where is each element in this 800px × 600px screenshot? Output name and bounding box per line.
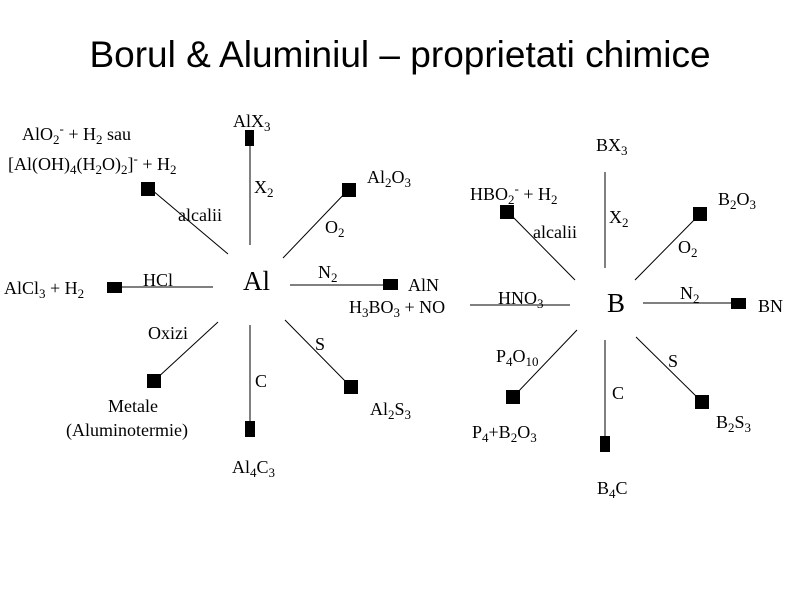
al-product-al2o3: Al2O3	[367, 167, 411, 190]
al-reagent-hcl: HCl	[143, 270, 173, 290]
b-end-s	[695, 395, 709, 409]
b-branch-alcalii	[507, 211, 576, 281]
al-reagent-c: C	[255, 371, 267, 391]
b-reagent-o2: O2	[678, 237, 698, 260]
al-end-x2	[245, 130, 254, 146]
b-reagent-n2: N2	[680, 283, 700, 306]
al-reagent-s: S	[315, 334, 325, 354]
b-branch-p4o10	[514, 329, 578, 396]
al-product-alcl3: AlCl3 + H2	[4, 278, 84, 301]
page-title: Borul & Aluminiul – proprietati chimice	[89, 34, 711, 75]
al-product-alo2-line2: [Al(OH)4(H2O)2]- + H2	[8, 151, 176, 177]
al-end-n2	[383, 279, 398, 290]
b-reagent-hno3: HNO3	[498, 288, 544, 311]
al-branch-o2	[282, 189, 349, 259]
al-reagent-n2: N2	[318, 262, 338, 285]
aluminum-reaction-star: Al X2 O2 N2 S C Oxizi HCl alcalii AlX3 A…	[4, 111, 439, 480]
b-end-c	[600, 436, 610, 452]
al-product-alo2-line1: AlO2- + H2 sau	[22, 121, 131, 147]
al-reagent-x2: X2	[254, 177, 274, 200]
b-product-b4c: B4C	[597, 478, 628, 501]
b-product-hbo2: HBO2- + H2	[470, 181, 558, 207]
al-reagent-o2: O2	[325, 217, 345, 240]
al-branch-s	[284, 319, 351, 387]
al-branch-alcalii	[151, 189, 229, 255]
al-reagent-oxizi: Oxizi	[148, 323, 188, 343]
aluminum-center-label: Al	[243, 266, 270, 296]
b-branch-o2	[634, 213, 701, 281]
boron-reaction-star: B X2 O2 N2 S C P4O10 HNO3 alcalii BX3 B2…	[349, 135, 783, 501]
boron-center-label: B	[607, 288, 625, 318]
al-product-aluminotermie: (Aluminotermie)	[66, 420, 188, 441]
al-end-oxizi	[147, 374, 161, 388]
b-end-o2	[693, 207, 707, 221]
b-branch-s	[635, 336, 701, 401]
al-end-s	[344, 380, 358, 394]
b-end-n2	[731, 298, 746, 309]
b-end-p4o10	[506, 390, 520, 404]
al-product-metale: Metale	[108, 396, 158, 416]
b-reagent-p4o10: P4O10	[496, 346, 539, 369]
b-product-p4b2o3: P4+B2O3	[472, 422, 537, 445]
b-end-alcalii	[500, 205, 514, 219]
b-reagent-s: S	[668, 351, 678, 371]
b-product-h3bo3: H3BO3 + NO	[349, 297, 445, 320]
b-reagent-c: C	[612, 383, 624, 403]
al-product-al2s3: Al2S3	[370, 399, 411, 422]
al-reagent-alcalii: alcalii	[178, 205, 222, 225]
al-branch-oxizi	[154, 321, 219, 381]
b-product-b2o3: B2O3	[718, 189, 756, 212]
b-product-bn: BN	[758, 296, 783, 316]
b-product-b2s3: B2S3	[716, 412, 751, 435]
al-product-aln: AlN	[408, 275, 439, 295]
al-end-c	[245, 421, 255, 437]
al-product-al4c3: Al4C3	[232, 457, 275, 480]
al-end-hcl	[107, 282, 122, 293]
b-reagent-alcalii: alcalii	[533, 222, 577, 242]
b-reagent-x2: X2	[609, 207, 629, 230]
al-product-alx3: AlX3	[233, 111, 271, 134]
al-end-alcalii	[141, 182, 155, 196]
b-product-bx3: BX3	[596, 135, 628, 158]
al-end-o2	[342, 183, 356, 197]
